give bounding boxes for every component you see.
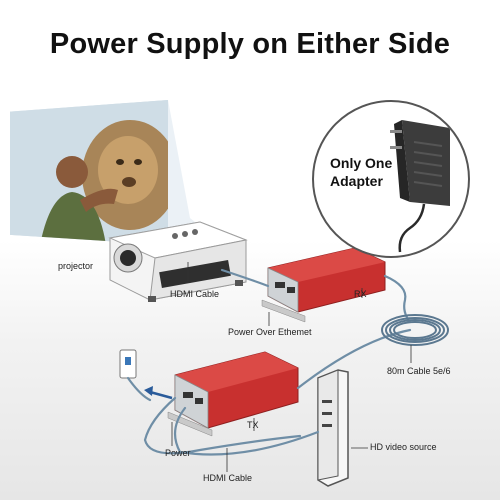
projection-scene (10, 100, 168, 245)
adapter-callout-bubble: Only One Adapter (312, 100, 470, 258)
label-tx: TX (247, 420, 259, 430)
rx-device (261, 247, 386, 323)
hd-video-source-device (317, 369, 349, 487)
label-hdmi-cable-top: HDMI Cable (170, 289, 220, 299)
label-hdmi-cable-bottom: HDMI Cable (203, 473, 253, 483)
label-power-over-ethernet: Power Over Ethemet (228, 327, 312, 337)
projection-screen-image (10, 100, 168, 245)
callout-line-1: Only One (330, 155, 393, 171)
power-adapter-icon (390, 120, 450, 253)
callout-line-2: Adapter (330, 173, 383, 189)
wall-socket (119, 349, 137, 379)
label-hd-video-source: HD video source (370, 442, 437, 452)
headline: Power Supply on Either Side (49, 28, 451, 60)
label-rx: RX (354, 289, 367, 299)
projector-light-beam (168, 100, 215, 245)
projector-device (108, 221, 248, 302)
label-leader-lines (171, 262, 412, 472)
coiled-network-cable (381, 314, 449, 346)
label-power: Power (165, 448, 191, 458)
label-80m-cable: 80m Cable 5e/6 (387, 366, 451, 376)
label-projector: projector (58, 261, 94, 271)
power-direction-arrow (144, 386, 173, 400)
adapter-callout-text: Only One Adapter (330, 154, 396, 190)
tx-device (167, 351, 299, 437)
